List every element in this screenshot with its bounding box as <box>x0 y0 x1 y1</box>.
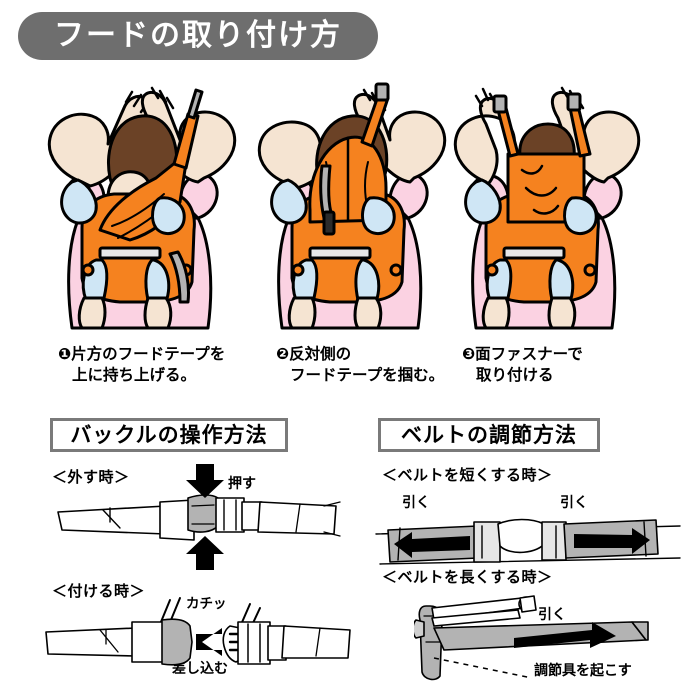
step-2-figure <box>248 70 458 330</box>
step-2-caption-line2: フードテープを掴む。 <box>290 365 445 384</box>
belt-lengthen-heading: ＜ベルトを長くする時＞ <box>382 568 553 586</box>
push-down-arrow <box>186 464 224 498</box>
belt-shorten-heading: ＜ベルトを短くする時＞ <box>382 466 553 484</box>
step-3-caption-line1: ❸面ファスナーで <box>462 345 583 363</box>
section-header-belt-label: ベルトの調節方法 <box>401 422 577 447</box>
step-3-caption-line2: 取り付ける <box>476 365 554 384</box>
push-up-arrow <box>186 536 224 570</box>
section-header-buckle: バックルの操作方法 <box>50 418 288 452</box>
belt-shorten-figure <box>374 512 684 572</box>
buckle-release-figure <box>48 462 348 572</box>
buckle-release-heading: ＜外す時＞ <box>52 468 130 486</box>
buckle-release-push-label: 押す <box>228 476 256 492</box>
page-title: フードの取り付け方 <box>54 18 342 53</box>
step-illustrations <box>0 70 700 330</box>
belt-shorten-pull-right-label: 引く <box>560 495 588 511</box>
section-header-buckle-label: バックルの操作方法 <box>70 422 268 447</box>
step-2-caption-line1: ❷反対側の <box>276 345 352 363</box>
step-3-caption: ❸面ファスナーで 取り付ける <box>462 344 583 386</box>
step-1-caption: ❶片方のフードテープを 上に持ち上げる。 <box>58 344 225 386</box>
step-2-caption: ❷反対側の フードテープを掴む。 <box>276 344 444 386</box>
buckle-insert-figure <box>44 590 354 670</box>
step-1-caption-line2: 上に持ち上げる。 <box>72 365 197 384</box>
page-title-pill: フードの取り付け方 <box>18 12 378 60</box>
buckle-insert-click-label: カチッ <box>186 596 227 612</box>
belt-shorten-right-arrow <box>574 528 650 554</box>
belt-lengthen-pull-label: 引く <box>538 607 566 623</box>
belt-shorten-pull-left-label: 引く <box>402 495 430 511</box>
step-captions: ❶片方のフードテープを 上に持ち上げる。 ❷反対側の フードテープを掴む。 ❸面… <box>0 344 700 404</box>
belt-shorten-left-arrow <box>394 532 470 558</box>
buckle-insert-heading: ＜付ける時＞ <box>52 582 146 600</box>
section-header-belt: ベルトの調節方法 <box>378 418 600 452</box>
belt-lengthen-arrow <box>514 622 616 648</box>
step-1-caption-line1: ❶片方のフードテープを <box>58 345 226 363</box>
step-3-figure <box>442 70 652 330</box>
adjuster-leader-line <box>433 657 533 679</box>
belt-lengthen-figure <box>414 592 684 684</box>
insert-left-arrow <box>196 628 222 656</box>
step-1-figure <box>38 70 248 330</box>
belt-lengthen-raise-adjuster-label: 調節具を起こす <box>534 663 632 679</box>
buckle-insert-push-in-label: 差し込む <box>172 661 228 677</box>
